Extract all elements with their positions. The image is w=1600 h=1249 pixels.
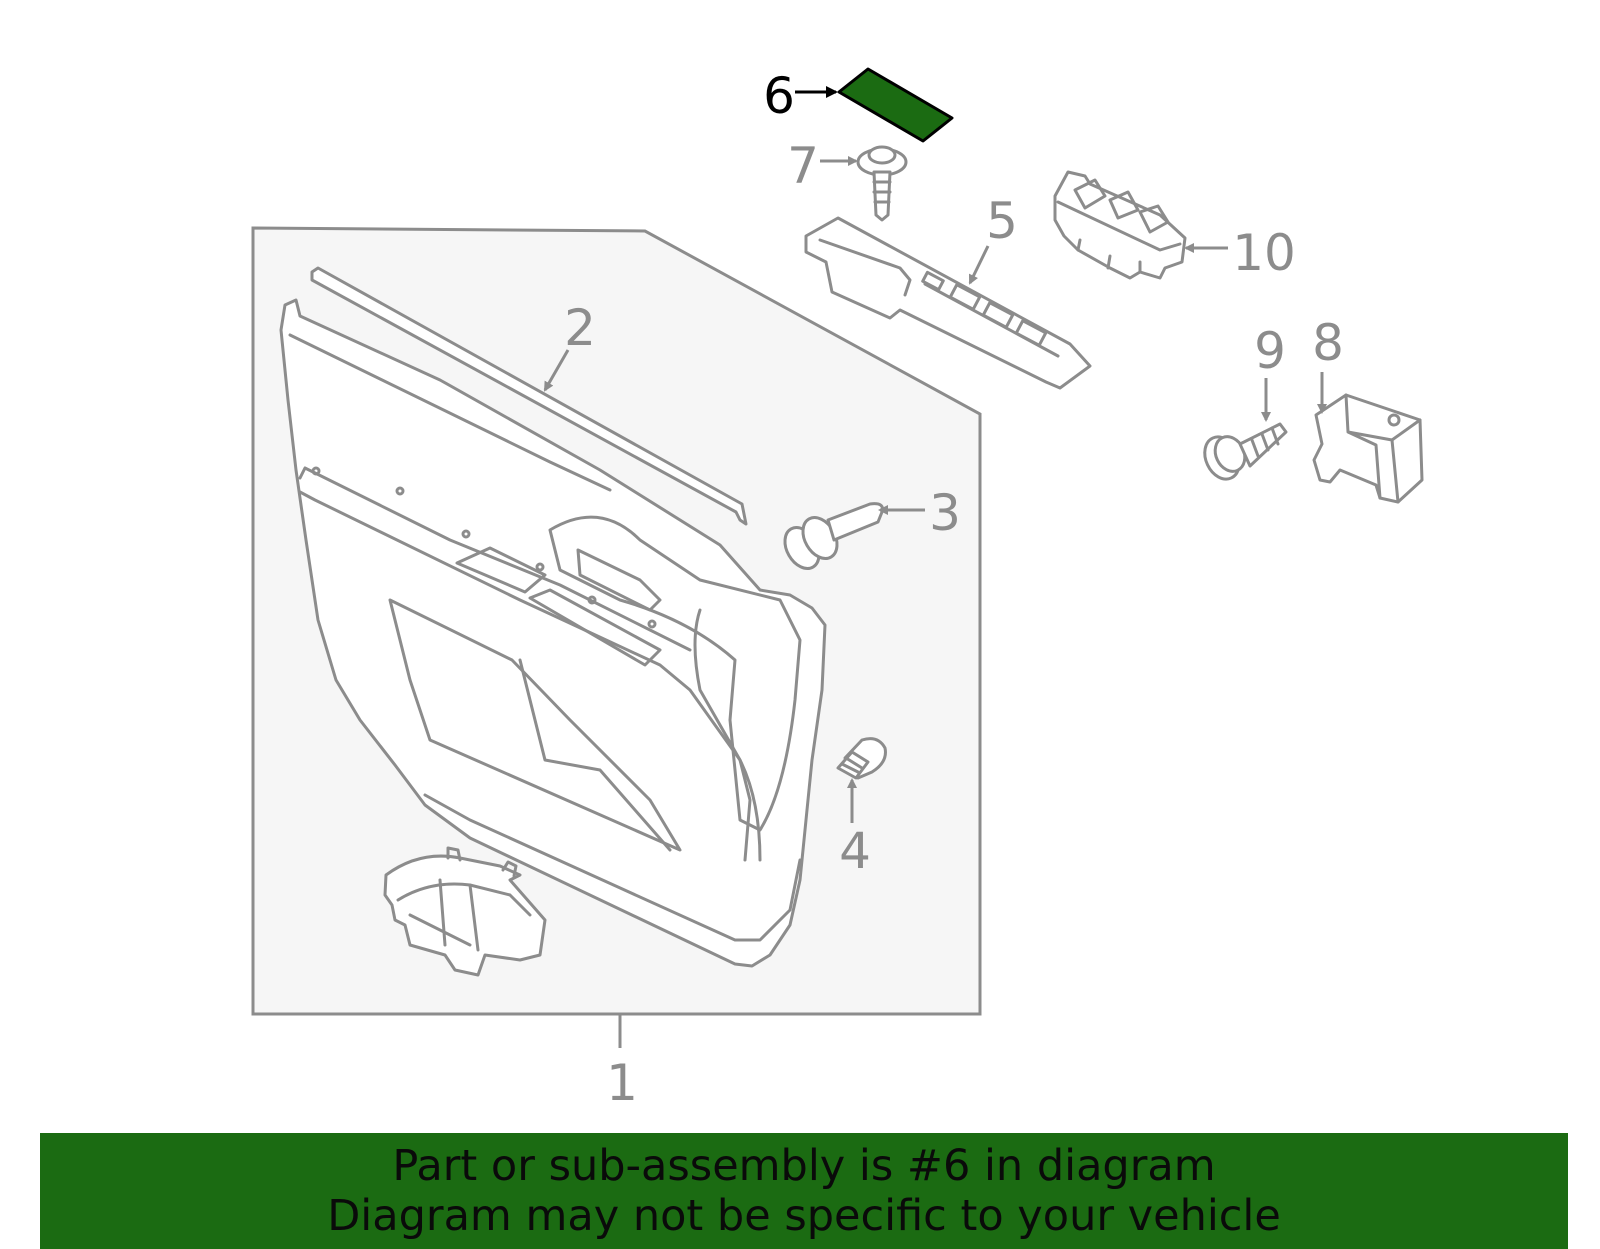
panel-handle-inner	[576, 548, 662, 612]
speaker-housing-tab	[446, 846, 518, 878]
panel-switch-bezel-2	[528, 588, 662, 667]
info-banner: Part or sub-assembly is #6 in diagram Di…	[40, 1133, 1568, 1249]
callout-8: 8	[1312, 314, 1344, 372]
callout-9: 9	[1254, 322, 1286, 380]
callout-7: 7	[787, 137, 819, 195]
speaker-housing-rib	[408, 878, 480, 952]
panel-clip-hole-6	[647, 619, 657, 629]
callout-5: 5	[986, 192, 1018, 250]
panel-handle-recess	[548, 515, 802, 832]
panel-clip-hole-4	[535, 562, 545, 572]
panel-lower-edge	[423, 793, 802, 942]
push-pin-clip	[783, 502, 884, 570]
panel-armrest	[298, 490, 752, 862]
panel-switch-bezel	[455, 546, 547, 594]
panel-pocket-detail	[518, 658, 672, 852]
door-panel-assembly-group	[251, 226, 982, 1016]
grommet	[836, 737, 887, 780]
leader-5	[968, 245, 990, 285]
callout-4: 4	[839, 822, 871, 880]
callout-2: 2	[564, 299, 596, 357]
panel-door-curve	[693, 608, 762, 862]
banner-line-2: Diagram may not be specific to your vehi…	[327, 1191, 1281, 1241]
panel-inner-curve	[298, 466, 692, 652]
bracket-8	[1312, 393, 1424, 504]
callout-3: 3	[929, 484, 961, 542]
panel-clip-hole-1	[311, 466, 321, 476]
panel-upper-edge	[288, 333, 612, 492]
part-6-pad	[837, 67, 954, 143]
switch-bezel	[804, 216, 1092, 390]
panel-clip-hole-5	[587, 595, 597, 605]
panel-clip-hole-3	[461, 529, 471, 539]
callout-1: 1	[606, 1054, 638, 1112]
speaker-housing	[383, 854, 547, 977]
leader-2	[543, 349, 570, 392]
belt-weatherstrip	[310, 266, 748, 526]
screw-7	[856, 145, 908, 222]
callout-6[interactable]: 6	[763, 67, 795, 125]
door-trim-panel	[279, 298, 827, 968]
window-switch-10	[1053, 170, 1187, 280]
bolt-9	[1203, 422, 1288, 481]
callout-10: 10	[1232, 224, 1296, 282]
banner-line-1: Part or sub-assembly is #6 in diagram	[392, 1141, 1216, 1191]
panel-clip-hole-2	[395, 486, 405, 496]
